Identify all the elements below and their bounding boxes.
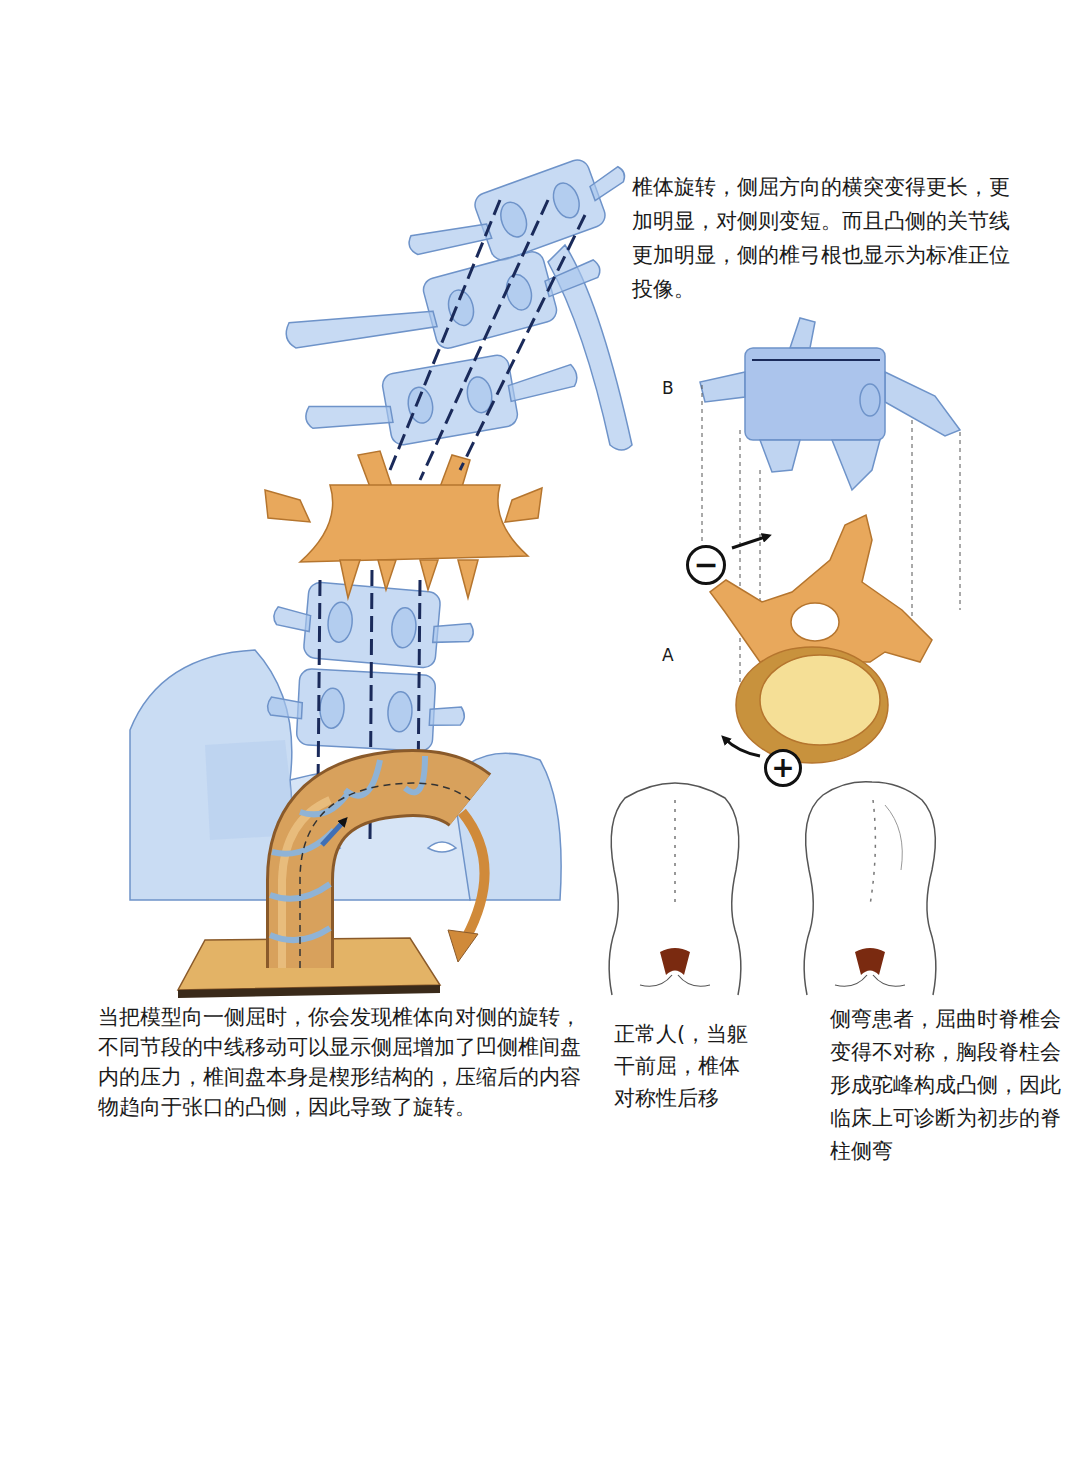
lumbar-spine-part: [301, 342, 583, 460]
lumbar-spine-part-part: [549, 179, 584, 221]
scoliosis-torso: [804, 782, 936, 995]
normal-torso: [609, 783, 741, 995]
tube-model-part: [462, 812, 485, 938]
midline-part: [420, 200, 548, 480]
scoliosis-torso-part: [855, 948, 885, 975]
lumbar-spine: [266, 146, 638, 753]
lumbar-spine-part-part: [381, 353, 520, 446]
vertebra-a-part: [710, 515, 932, 662]
minus-circle: −: [686, 545, 726, 585]
lumbar-spine-part-part: [319, 688, 345, 729]
tube-model-part: [322, 820, 345, 845]
caption-text: 正常人(，当躯干前屈，椎体对称性后移: [614, 1018, 760, 1114]
lumbar-spine-part-part: [503, 272, 535, 313]
lumbar-spine-part-part: [406, 210, 491, 266]
rotation-arrows-part: [732, 536, 768, 548]
vertebra-b-part: [832, 440, 880, 490]
vertebra-b-part: [790, 318, 815, 348]
lumbar-spine-part-part: [496, 199, 531, 241]
vertebra-b-part: [752, 359, 880, 361]
vertebra-a-part: [736, 647, 888, 763]
projection-lines-part: [912, 420, 913, 650]
projection-lines-part: [740, 430, 741, 690]
scoliosis-torso-part: [835, 975, 905, 986]
highlighted-vertebra-part: [458, 560, 478, 598]
highlighted-vertebra-part: [358, 451, 392, 487]
tube-model: [178, 756, 485, 998]
highlighted-vertebra-part: [505, 488, 542, 522]
scoliosis-torso-part: [804, 782, 936, 995]
lumbar-spine-part-part: [390, 607, 417, 649]
lumbar-spine-part-part: [304, 393, 393, 437]
highlighted-vertebra-part: [440, 455, 470, 487]
lumbar-spine-part-part: [507, 364, 579, 402]
plus-circle: +: [764, 749, 802, 787]
lumbar-spine-part-part: [543, 259, 603, 297]
highlighted-vertebra-part: [340, 560, 360, 598]
highlighted-vertebra: [265, 451, 542, 598]
pelvis-part: [428, 842, 456, 852]
tube-model-part: [300, 783, 470, 968]
vertebra-a-part: [760, 655, 880, 745]
vertebra-a-part: [791, 603, 839, 641]
lumbar-spine-part-part: [429, 705, 464, 727]
tube-model-part-part: [405, 756, 425, 792]
lumbar-spine-part: [271, 579, 477, 672]
vertebra-b-part: [860, 384, 880, 416]
vertebra-b-part: [745, 348, 885, 440]
tube-model-part: [448, 930, 478, 962]
scoliosis-torso-part: [885, 805, 902, 870]
midline: [318, 200, 585, 840]
circle-symbol: −: [693, 550, 718, 580]
normal-torso-part: [609, 783, 741, 995]
vertebra-b-part: [760, 440, 800, 472]
highlighted-vertebra-part: [300, 485, 528, 562]
normal-torso-part: [660, 948, 690, 975]
lumbar-spine-part-part: [421, 249, 559, 351]
caption-text: 侧弯患者，屈曲时脊椎会变得不对称，胸段脊柱会形成驼峰构成凸侧，因此临床上可诊断为…: [830, 1003, 1062, 1168]
midline-part: [318, 580, 320, 790]
note-text: 椎体旋转，侧屈方向的横突变得更长，更加明显，对侧则变短。而且凸侧的关节线更加明显…: [632, 170, 1027, 306]
projection-lines-part: [702, 385, 703, 545]
midline-part: [390, 200, 500, 470]
lumbar-spine-part-part: [472, 157, 609, 264]
lumbar-spine-part-part: [587, 166, 630, 201]
scoliosis-torso-part: [870, 800, 875, 905]
vertebra-b-part: [700, 372, 745, 402]
view-letter: B: [662, 378, 686, 398]
circle-symbol: +: [771, 754, 794, 782]
highlighted-vertebra-part: [378, 560, 396, 590]
vertebra-b-part: [885, 372, 960, 436]
projection-lines: [702, 385, 960, 690]
lumbar-spine-part: [266, 667, 467, 753]
lumbar-spine-part-part: [273, 606, 311, 631]
lumbar-spine-part-part: [296, 668, 436, 751]
tube-model-part-part: [300, 790, 350, 814]
highlighted-vertebra-part: [420, 560, 438, 590]
vertebra-a: [710, 515, 932, 763]
normal-torso-part: [640, 975, 710, 986]
tube-model-part: [300, 783, 470, 968]
midline-part: [460, 215, 585, 470]
highlighted-vertebra-part: [265, 490, 310, 522]
lumbar-spine-part-part: [387, 691, 413, 732]
tube-model-part: [178, 985, 440, 998]
rotation-arrows-part: [724, 738, 760, 756]
tube-model-part: [300, 783, 470, 968]
lumbar-spine-part-part: [267, 697, 302, 719]
caption-text: 当把模型向一侧屈时，你会发现椎体向对侧的旋转，不同节段的中线移动可以显示侧屈增加…: [98, 1002, 588, 1122]
lumbar-spine-part-part: [326, 601, 353, 643]
lumbar-spine-part-part: [283, 286, 437, 365]
vertebra-b: [700, 318, 960, 490]
projection-lines-part: [960, 432, 961, 610]
lumbar-spine-part-part: [433, 620, 474, 645]
rotation-arrows: [724, 536, 768, 756]
normal-torso-part: [674, 800, 676, 905]
view-letter: A: [662, 645, 686, 665]
